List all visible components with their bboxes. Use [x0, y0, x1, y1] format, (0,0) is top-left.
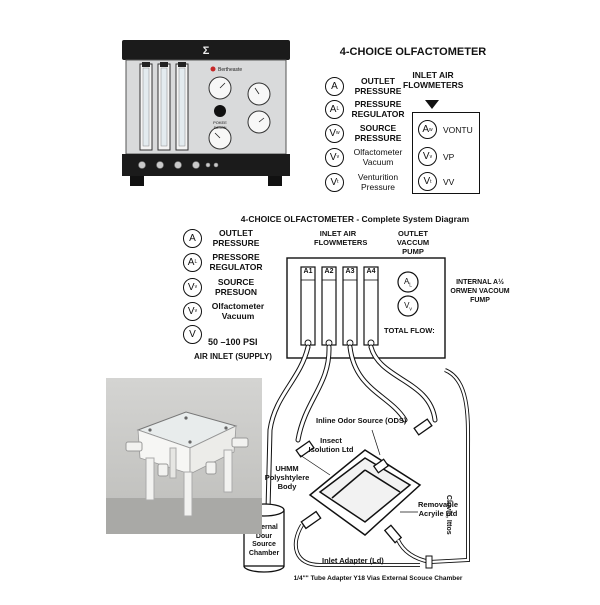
flowmeter-label-a4: A4 — [366, 268, 376, 275]
flowmeter-label-a3: A3 — [345, 268, 355, 275]
bottom-caption: 1/4"" Tube Adapter Y18 Vias External Sco… — [293, 575, 463, 582]
outlet-vacuum-pump-label: OUTLET VACCUM PUMP — [396, 229, 430, 256]
ods-label: Inline Odor Source (ODS) — [316, 416, 407, 425]
device-flowmeters — [139, 62, 189, 151]
outlet-pressure-icon: A — [325, 76, 344, 96]
internal-pump-label: INTERNAL A½ ORWEN VACOUM FUMP — [450, 279, 510, 304]
chamber-photo — [106, 378, 262, 534]
inlet-flowmeters-label: INLET AIR FLOWMETERS — [403, 70, 464, 90]
flowmeter-label-a2: A2 — [324, 268, 334, 275]
acrylic-label: Removable Acryile Ltd — [417, 500, 459, 518]
psi-label: 50 –100 PSI — [208, 337, 258, 347]
legend-bottom-item-1: A OUTLET PRESSURE — [183, 228, 264, 248]
air-inlet-label: AIR INLET (SUPPLY) — [194, 352, 272, 361]
device-center-label: POKEE — [213, 120, 227, 125]
olfactometer-body — [308, 449, 422, 536]
panel-gauge-1-label: AL — [403, 277, 413, 289]
device-logo: Σ — [203, 45, 210, 57]
inlet-flowmeter-box — [412, 112, 480, 194]
vacuum-gauge-icon: V — [183, 325, 202, 344]
inlet-adapter-label: Inlet Adapter (Ld) — [322, 556, 384, 565]
vertical-label: Cluvie, Ittos — [445, 495, 452, 535]
top-title: 4-CHOICE OLFACTOMETER — [339, 46, 487, 58]
insect-label: Insect Isolution Ltd — [308, 436, 354, 454]
outlet-pressure-icon: A — [183, 228, 202, 248]
device-center-sub: SATION — [214, 126, 227, 130]
flowmeter-tubes — [300, 266, 379, 346]
total-flow-label: TOTAL FLOW: — [384, 326, 435, 335]
inlet-air-flowmeters-label: INLET AIR FLOWMETERS — [314, 229, 368, 247]
legend-top-item-1: A OUTLET PRESSURE — [325, 76, 406, 96]
down-arrow-icon — [425, 100, 439, 109]
diagram-title: 4-CHOICE OLFACTOMETER - Complete System … — [240, 214, 470, 224]
device-photo: Σ Bertheaste — [112, 36, 300, 194]
device-brand: Bertheaste — [218, 67, 242, 73]
chamber-label: External Dour Source Chamber — [248, 524, 280, 557]
panel-gauge-2-label: Vv — [404, 301, 412, 313]
legend-bottom-item-5: V — [183, 325, 202, 344]
body-label: UHMM Polyshtylere Body — [264, 464, 310, 491]
flowmeter-label-a1: A1 — [303, 268, 313, 275]
